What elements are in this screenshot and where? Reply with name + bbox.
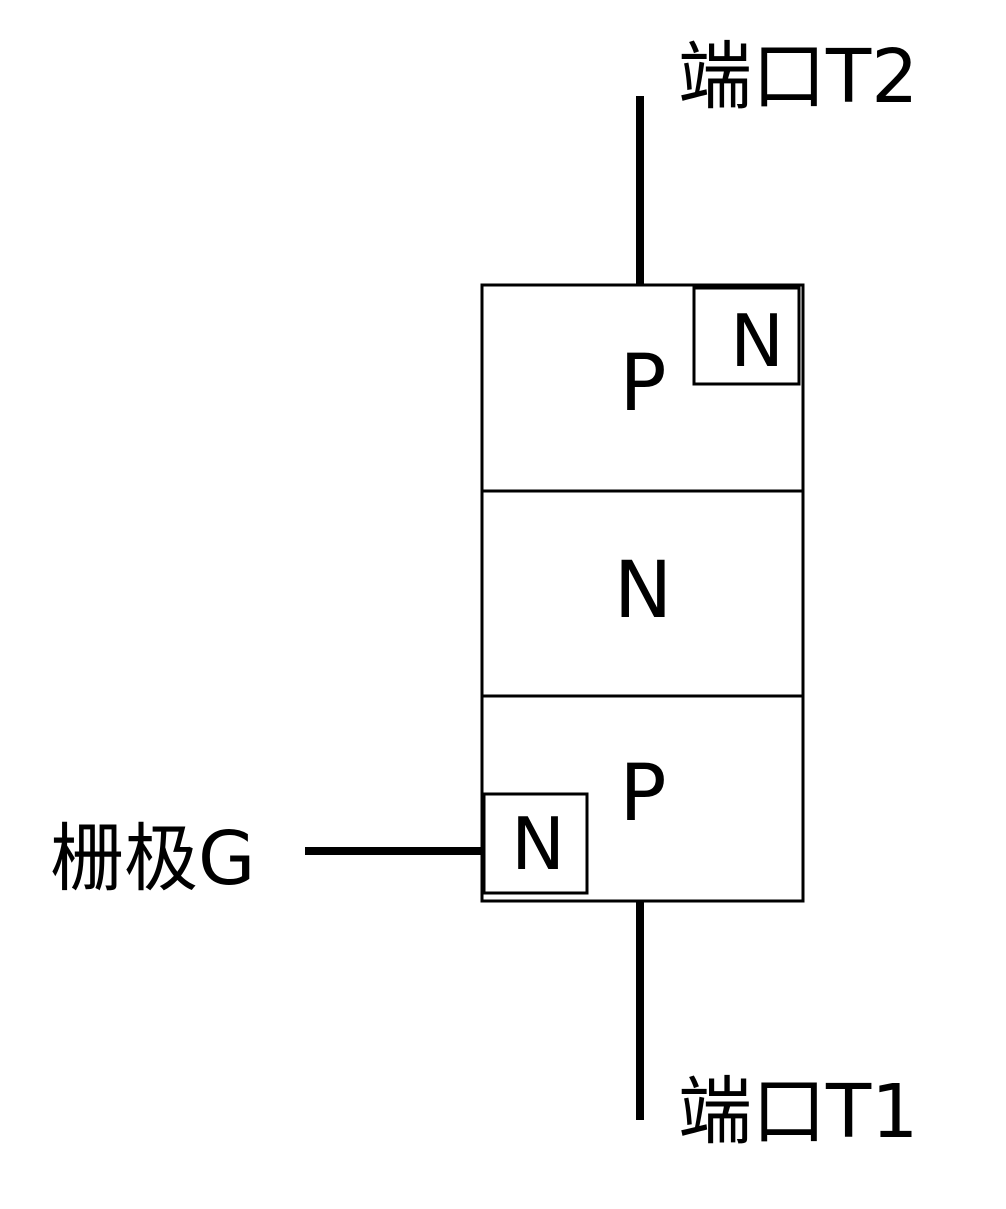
insert-top-right-label: N [730, 299, 784, 383]
terminal-t1-label: 端口T1 [678, 1069, 918, 1155]
layer-top-label: P [619, 339, 666, 429]
insert-top-right-n [692, 286, 801, 386]
layer-middle-label: N [614, 546, 672, 636]
insert-bottom-left-n [482, 792, 589, 895]
layer-bottom-p [480, 694, 805, 903]
insert-bottom-left-label: N [511, 802, 565, 886]
terminal-t2-label: 端口T2 [678, 34, 918, 120]
gate-label: 栅极G [50, 816, 255, 902]
layer-bottom-label: P [619, 749, 666, 839]
